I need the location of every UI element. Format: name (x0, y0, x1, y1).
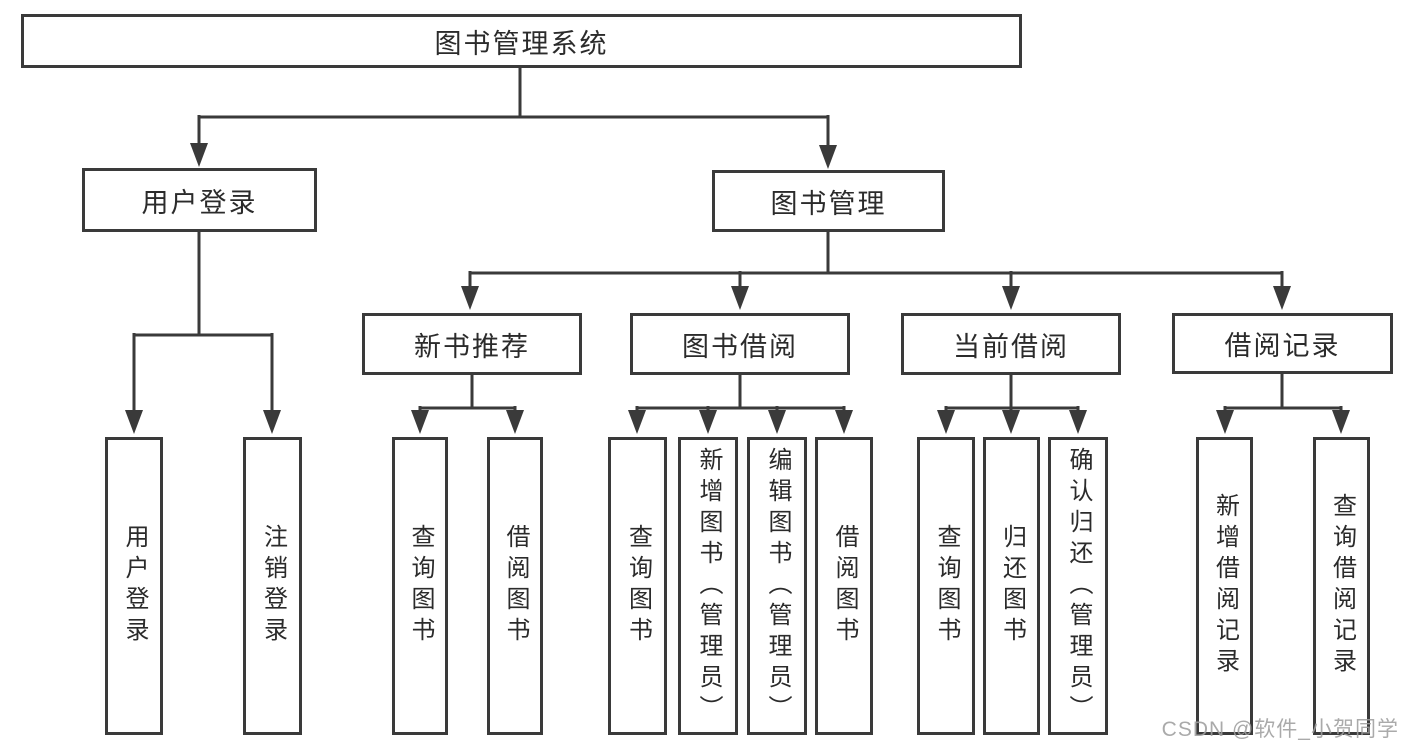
leaf-borrow-books-2-label: 借阅图书 (831, 524, 858, 648)
leaf-query-books: 查询图书 (392, 437, 448, 735)
node-borrow-records: 借阅记录 (1172, 313, 1393, 374)
leaf-return-book: 归还图书 (983, 437, 1040, 735)
leaf-query-books-2: 查询图书 (608, 437, 667, 735)
leaf-query-borrow-record-label: 查询借阅记录 (1328, 493, 1356, 679)
leaf-query-books-2-label: 查询图书 (624, 524, 652, 648)
leaf-add-borrow-record: 新增借阅记录 (1196, 437, 1253, 735)
leaf-confirm-return-admin: 确认归还（管理员） (1048, 437, 1108, 735)
leaf-return-book-label: 归还图书 (998, 524, 1026, 648)
leaf-edit-book-admin: 编辑图书（管理员） (747, 437, 807, 735)
leaf-edit-book-admin-label: 编辑图书（管理员） (764, 446, 791, 726)
node-current-borrow-label: 当前借阅 (953, 331, 1069, 362)
node-book-borrow: 图书借阅 (630, 313, 850, 375)
leaf-borrow-books-2: 借阅图书 (815, 437, 873, 735)
leaf-query-books-label: 查询图书 (407, 524, 434, 648)
leaf-query-borrow-record: 查询借阅记录 (1313, 437, 1370, 735)
node-new-book-recommend: 新书推荐 (362, 313, 582, 375)
node-user-login: 用户登录 (82, 168, 317, 232)
node-book-borrow-label: 图书借阅 (682, 331, 798, 362)
node-user-login-label: 用户登录 (141, 187, 258, 218)
node-new-book-recommend-label: 新书推荐 (414, 331, 530, 362)
leaf-logout: 注销登录 (243, 437, 302, 735)
leaf-query-books-3-label: 查询图书 (933, 524, 960, 648)
leaf-confirm-return-admin-label: 确认归还（管理员） (1065, 446, 1092, 726)
node-book-management: 图书管理 (712, 170, 945, 232)
node-current-borrow: 当前借阅 (901, 313, 1121, 375)
leaf-query-books-3: 查询图书 (917, 437, 975, 735)
leaf-add-book-admin: 新增图书（管理员） (678, 437, 738, 735)
leaf-add-borrow-record-label: 新增借阅记录 (1211, 493, 1239, 679)
node-book-management-label: 图书管理 (770, 188, 887, 219)
root-node-label: 图书管理系统 (434, 28, 609, 59)
leaf-borrow-books: 借阅图书 (487, 437, 543, 735)
leaf-logout-label: 注销登录 (259, 524, 287, 648)
leaf-add-book-admin-label: 新增图书（管理员） (695, 446, 722, 726)
csdn-watermark: CSDN @软件_小贺同学 (1161, 718, 1399, 741)
node-borrow-records-label: 借阅记录 (1224, 331, 1341, 361)
root-node-system: 图书管理系统 (21, 14, 1022, 68)
leaf-user-login-label: 用户登录 (121, 524, 148, 648)
leaf-borrow-books-label: 借阅图书 (502, 524, 529, 648)
leaf-user-login: 用户登录 (105, 437, 163, 735)
